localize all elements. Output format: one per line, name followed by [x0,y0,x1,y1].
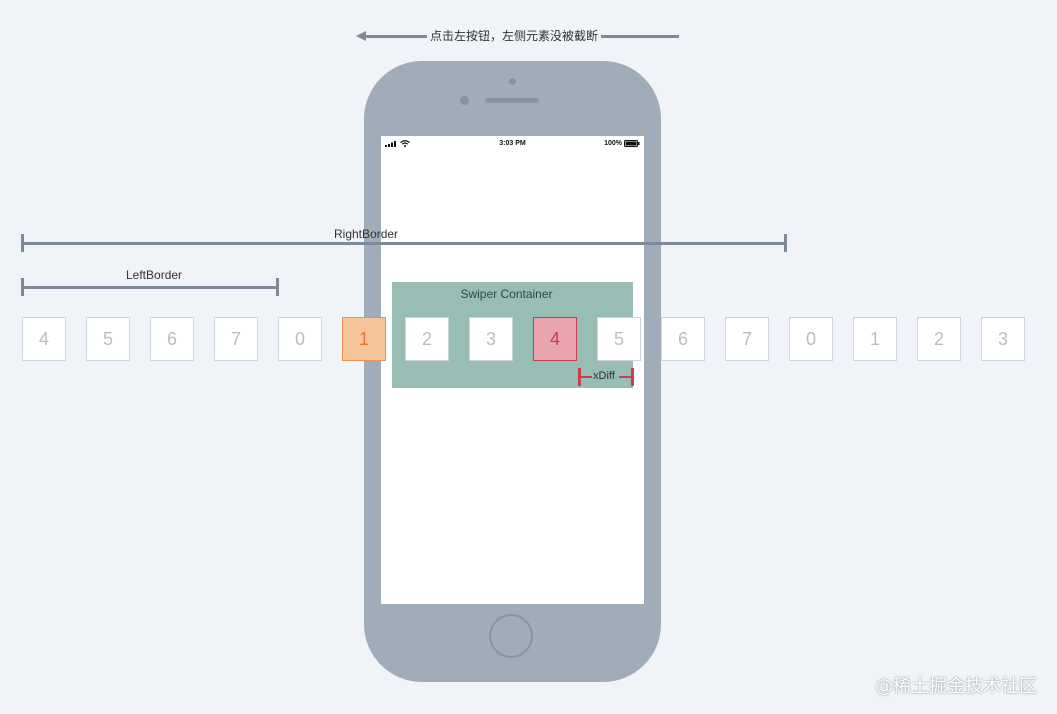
home-button[interactable] [489,614,533,658]
right-border-tick-right [784,234,787,252]
right-border-tick-left [21,234,24,252]
xdiff-label: xDiff [593,370,615,382]
signal-icon [385,141,396,147]
xdiff-line-right [619,376,632,378]
xdiff-line-left [580,376,592,378]
status-time: 3:03 PM [499,140,526,147]
left-border-tick-right [276,278,279,296]
slide-item: 0 [789,317,833,361]
slide-item: 4 [533,317,577,361]
slide-item: 6 [150,317,194,361]
top-annotation-label: 点击左按钮，左侧元素没被截断 [427,27,602,44]
swiper-container-label: Swiper Container [460,287,553,301]
left-arrow-icon [356,31,366,41]
slide-item: 4 [22,317,66,361]
right-border-line [22,242,786,245]
slide-item: 6 [661,317,705,361]
front-camera-icon [460,96,469,105]
slide-item: 3 [981,317,1025,361]
slide-item: 7 [214,317,258,361]
slide-item: 0 [278,317,322,361]
slide-item: 7 [725,317,769,361]
speaker-grille [485,98,539,103]
slide-item: 2 [917,317,961,361]
right-border-label: RightBorder [334,227,399,241]
status-bar: 3:03 PM 100% [381,136,644,152]
xdiff-tick-left [578,368,581,386]
left-border-line [22,286,279,289]
earpiece-camera-icon [509,78,516,85]
battery-percentage: 100% [604,140,622,147]
left-border-label: LeftBorder [126,268,183,282]
wifi-icon [400,140,410,147]
slide-item: 5 [86,317,130,361]
battery-icon [624,140,640,147]
slide-item: 1 [342,317,386,361]
watermark: @稀土掘金技术社区 [875,676,1037,697]
xdiff-tick-right [631,368,634,386]
left-border-tick-left [21,278,24,296]
slide-item: 2 [405,317,449,361]
slide-item: 3 [469,317,513,361]
slide-item: 5 [597,317,641,361]
slide-item: 1 [853,317,897,361]
